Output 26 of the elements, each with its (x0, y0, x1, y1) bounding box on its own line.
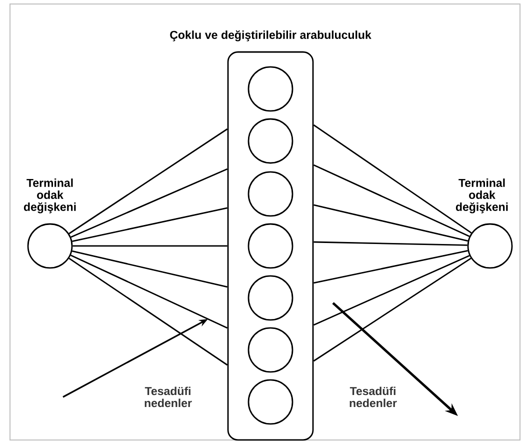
mediator-circle (248, 327, 294, 373)
mediator-circle (248, 171, 294, 217)
connector-line (68, 128, 228, 234)
connector-line (313, 258, 472, 362)
node-label: Çoklu ve değiştirilebilir arabuluculuk (170, 30, 372, 42)
node-label: Terminal odak değişkeni (456, 178, 508, 214)
connector-line (68, 258, 228, 366)
connector-line (313, 164, 470, 238)
cause-label: Tesadüfi nedenler (144, 386, 192, 408)
connector-line (314, 241, 468, 246)
mediator-circle (248, 66, 294, 112)
mediator-circle (248, 379, 294, 425)
connector-line (72, 250, 228, 288)
mediator-circle (248, 275, 294, 321)
connector-line (314, 250, 468, 284)
connector-line (313, 254, 470, 326)
connector-line (72, 245, 228, 247)
connector-line (314, 204, 468, 242)
connector-line (313, 124, 472, 234)
mediator-circle (248, 118, 294, 164)
cause-label: Tesadüfi nedenler (350, 386, 397, 408)
mediator-circle (248, 223, 294, 269)
connector-line (72, 207, 228, 242)
connector-line (70, 254, 228, 329)
connector-line (70, 168, 228, 238)
node-label: Terminal odak değişkeni (24, 178, 76, 214)
